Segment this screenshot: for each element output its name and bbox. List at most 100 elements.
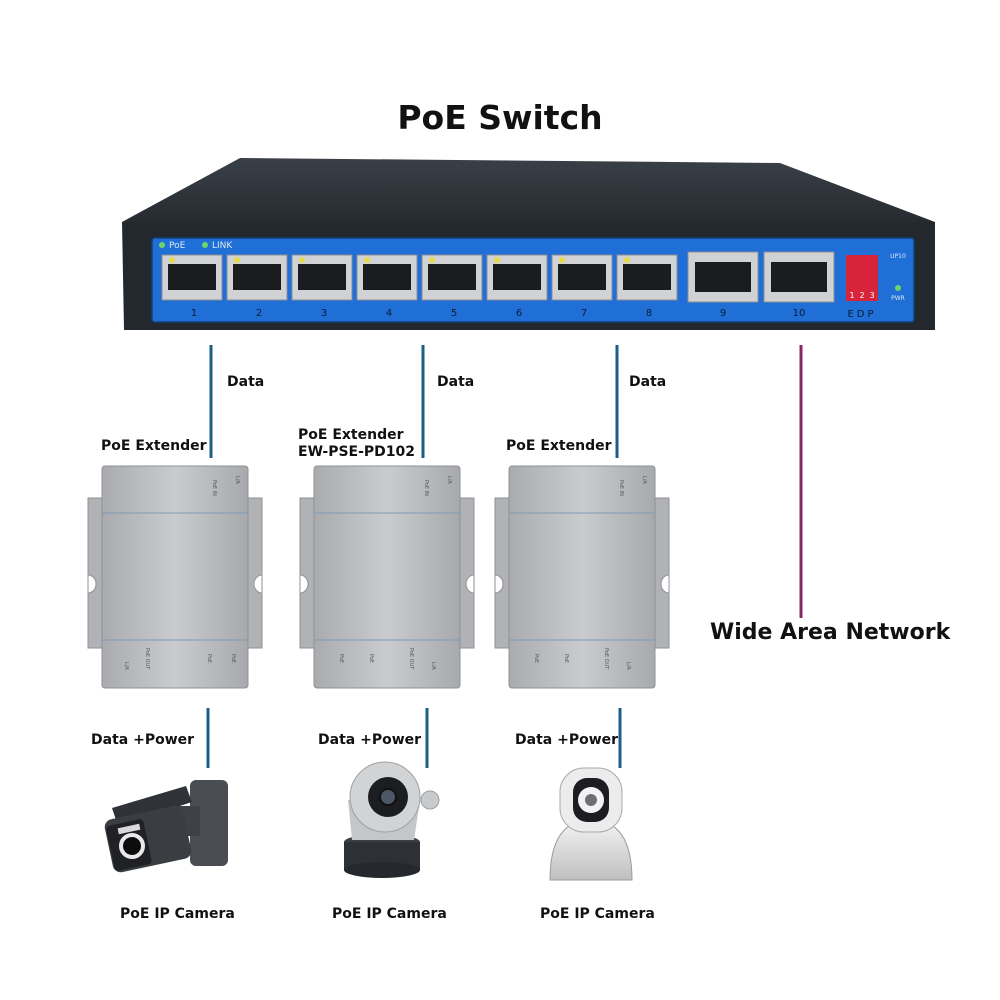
port-4-number: 4 (386, 308, 392, 319)
power-label-1: Data +Power (91, 732, 195, 748)
port-10-jack-icon (771, 262, 827, 292)
dip-number-2: 2 (859, 291, 864, 300)
port-6-number: 6 (516, 308, 522, 319)
extender-3-top-label-poe-in: PoE IN (618, 480, 624, 496)
port-9-jack-icon (695, 262, 751, 292)
port-9-number: 9 (720, 308, 726, 319)
port-1-jack-icon (168, 264, 216, 290)
extender-2-bottom-label-la: L/A (430, 662, 436, 670)
extender-3-bottom-label-la: L/A (625, 662, 631, 670)
extender-2-bottom-label-poe-1: PoE (338, 654, 344, 663)
power-label-3: Data +Power (515, 732, 619, 748)
extender-1-top-label-poe-in: PoE IN (211, 480, 217, 496)
port-4-led-icon (364, 257, 370, 263)
extender-2-body (313, 465, 461, 689)
camera-2-label: PoE IP Camera (332, 906, 447, 922)
link-led-icon (202, 242, 208, 248)
port-8: 8 (616, 254, 678, 319)
dome-camera-lens-center-icon (585, 794, 597, 806)
port-2: 2 (226, 254, 288, 319)
extender-1-bottom-label-poe-out: PoE OUT (144, 648, 150, 670)
switch-top-surface (122, 158, 935, 222)
poe-switch: PoE LINK 1 2 3 (122, 158, 935, 330)
port-5-led-icon (429, 257, 435, 263)
dip-number-1: 1 (849, 291, 854, 300)
camera-3-label: PoE IP Camera (540, 906, 655, 922)
poe-led-icon (159, 242, 165, 248)
port-8-led-icon (624, 257, 630, 263)
bullet-camera-icon (104, 780, 228, 873)
data-label-1: Data (227, 374, 265, 390)
port-1-number: 1 (191, 308, 197, 319)
port-4: 4 (356, 254, 418, 319)
port-1: 1 (161, 254, 223, 319)
ptz-camera-base-bottom (344, 862, 420, 878)
port-8-number: 8 (646, 308, 652, 319)
port-7-number: 7 (581, 308, 587, 319)
led-legend-link: LINK (212, 241, 233, 251)
extender-2-bottom-label-poe-2: PoE (368, 654, 374, 663)
port-3-number: 3 (321, 308, 327, 319)
port-10-number: 10 (793, 308, 806, 319)
port-2-number: 2 (256, 308, 262, 319)
connections (206, 345, 803, 768)
extender-1-label: PoE Extender (101, 438, 207, 454)
poe-extender-2: L/A PoE IN PoE OUT L/A PoE PoE (299, 465, 475, 689)
led-legend-poe: PoE (169, 241, 186, 251)
extender-2-label: PoE Extender (298, 427, 404, 443)
port-7: 7 (551, 254, 613, 319)
power-label-2: Data +Power (318, 732, 422, 748)
led-label-up10: UP10 (890, 253, 906, 260)
extender-1-top-label-la: L/A (234, 476, 240, 484)
extender-1-bottom-label-la: L/A (123, 662, 129, 670)
dip-number-3: 3 (869, 291, 874, 300)
extender-1-body (101, 465, 249, 689)
extender-3-bottom-label-poe-out: PoE OUT (603, 648, 609, 670)
port-10: 10 (763, 251, 835, 319)
port-8-jack-icon (623, 264, 671, 290)
extender-3-body (508, 465, 656, 689)
port-5-number: 5 (451, 308, 457, 319)
extender-3-bottom-label-poe-1: PoE (533, 654, 539, 663)
port-9: 9 (687, 251, 759, 319)
led-label-pwr: PWR (891, 295, 905, 302)
data-label-2: Data (437, 374, 475, 390)
extender-2-bottom-label-poe-out: PoE OUT (408, 648, 414, 670)
ptz-camera-icon (344, 761, 440, 878)
bullet-camera-lens-icon (119, 833, 145, 859)
pwr-led-icon (895, 285, 901, 291)
wan-label: Wide Area Network (710, 620, 951, 645)
port-6: 6 (486, 254, 548, 319)
ptz-camera-lens-icon (379, 788, 397, 806)
port-7-jack-icon (558, 264, 606, 290)
extender-1-bottom-label-poe-2: PoE (230, 654, 236, 663)
dip-switch-body (846, 255, 878, 301)
poe-extender-1: L/A PoE IN PoE OUT L/A PoE PoE (87, 465, 263, 689)
extender-3-bottom-label-poe-2: PoE (563, 654, 569, 663)
dip-label: EDP (847, 309, 876, 320)
extender-2-top-label-poe-in: PoE IN (423, 480, 429, 496)
poe-extender-3: L/A PoE IN PoE OUT L/A PoE PoE (494, 465, 670, 689)
bullet-camera-wall-mount (190, 780, 228, 866)
port-2-jack-icon (233, 264, 281, 290)
extender-3-top-label-la: L/A (641, 476, 647, 484)
port-3-led-icon (299, 257, 305, 263)
port-7-led-icon (559, 257, 565, 263)
port-6-led-icon (494, 257, 500, 263)
data-label-3: Data (629, 374, 667, 390)
extender-2-top-label-la: L/A (446, 476, 452, 484)
port-5-jack-icon (428, 264, 476, 290)
ptz-camera-side-button-icon (420, 790, 440, 810)
port-3-jack-icon (298, 264, 346, 290)
extender-1-bottom-label-poe-1: PoE (206, 654, 212, 663)
extender-3-label: PoE Extender (506, 438, 612, 454)
bullet-camera-ir-strip (117, 823, 141, 835)
port-1-led-icon (169, 257, 175, 263)
diagram-title: PoE Switch (397, 98, 603, 137)
dome-camera-icon (549, 767, 633, 881)
port-6-jack-icon (493, 264, 541, 290)
dip-switch: 1 2 3 EDP (846, 255, 878, 320)
extender-2-model: EW-PSE-PD102 (298, 444, 416, 460)
